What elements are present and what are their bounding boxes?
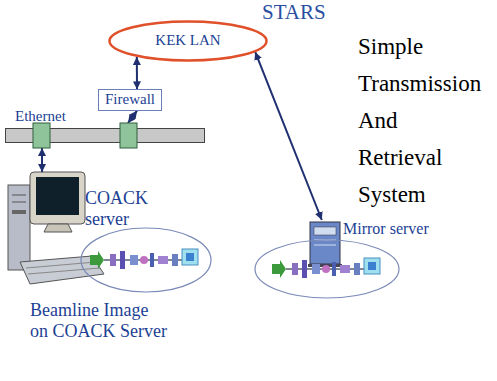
title: STARS	[262, 0, 326, 25]
firewall-box: Firewall	[98, 89, 162, 110]
link-arrow	[255, 52, 322, 220]
network-bar	[5, 128, 205, 143]
network-ellipse: KEK LAN	[108, 20, 268, 62]
node-label: Firewall	[105, 91, 155, 108]
node-label: COACK server	[85, 188, 160, 229]
expansion-text: Simple Transmission And Retrieval System	[358, 28, 492, 213]
beamline-image: Beamline Image on COACK Server	[30, 226, 215, 348]
mirror-server: Mirror server	[305, 220, 445, 268]
ethernet-bar: Ethernet	[5, 128, 205, 143]
beamline-picture	[90, 249, 198, 269]
image-ellipse	[80, 227, 214, 295]
node-label: Mirror server	[343, 220, 445, 238]
beamline-picture	[272, 258, 380, 278]
link-arrow	[41, 148, 43, 172]
server-computer: COACK server	[8, 172, 158, 287]
link-arrow	[136, 57, 138, 89]
server-icon	[308, 222, 342, 267]
image-ellipse	[255, 240, 399, 298]
node-label: Beamline Image on COACK Server	[30, 300, 169, 341]
node-label: Ethernet	[15, 108, 215, 125]
node-label: KEK LAN	[155, 32, 220, 49]
link-arrow	[128, 111, 137, 123]
